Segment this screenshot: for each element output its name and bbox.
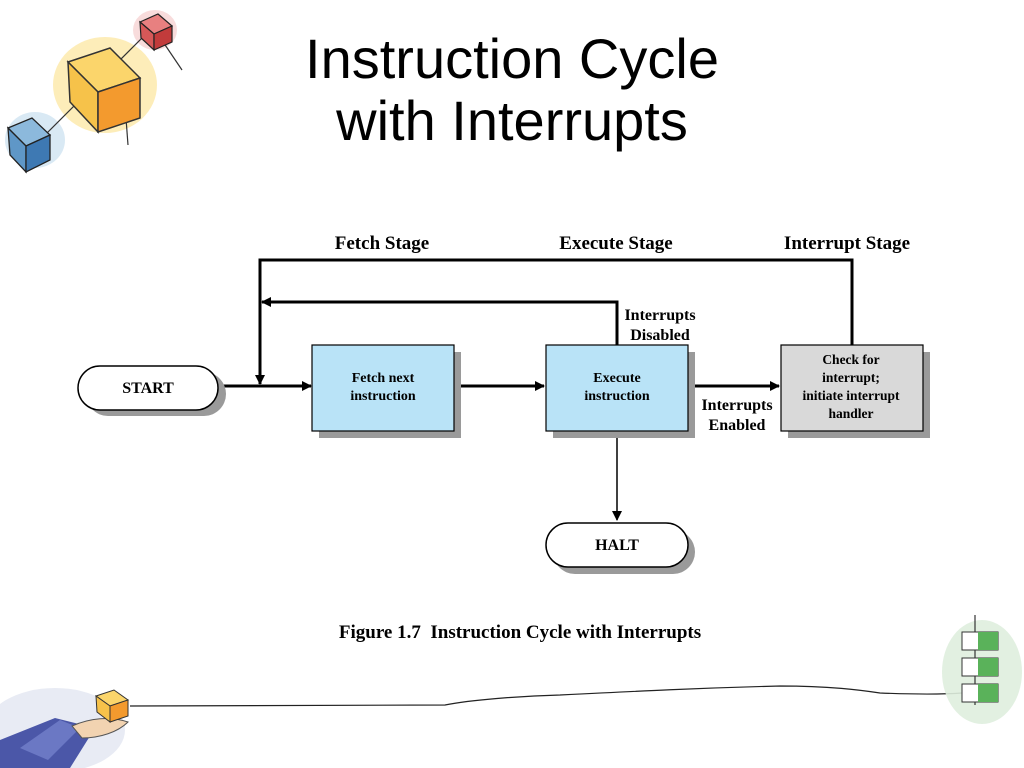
fetch-box-line-1: Fetch next — [352, 371, 415, 386]
fetch-box-line-2: instruction — [350, 389, 416, 404]
interrupts-disabled-loop — [261, 297, 619, 345]
decorative-string-line — [129, 685, 963, 707]
interrupts-disabled-label-line-1: Interrupts — [624, 307, 695, 324]
check-box-line-2: interrupt; — [822, 370, 880, 385]
fetch-stage-label: Fetch Stage — [335, 233, 429, 254]
interrupts-disabled-label-line-2: Disabled — [630, 327, 690, 344]
interrupt-return-loop — [255, 258, 854, 385]
halt-label: HALT — [595, 537, 639, 554]
execute-stage-label: Execute Stage — [559, 233, 672, 254]
check-box-line-3: initiate interrupt — [802, 388, 900, 403]
execute-box-line-1: Execute — [593, 371, 640, 386]
fetch-next-instruction-box: Fetch next instruction — [311, 344, 461, 438]
check-box-line-4: handler — [828, 406, 873, 421]
slide-title: Instruction Cycle with Interrupts — [180, 28, 844, 152]
execute-box-line-2: instruction — [584, 389, 650, 404]
hand-holding-cube-icon — [0, 688, 130, 768]
start-label: START — [122, 380, 174, 397]
check-interrupt-box: Check for interrupt; initiate interrupt … — [780, 344, 930, 438]
green-flowchart-icon — [942, 615, 1022, 724]
start-node: START — [77, 365, 226, 416]
halt-node: HALT — [545, 522, 695, 574]
interrupts-enabled-label-line-2: Enabled — [709, 417, 766, 434]
interrupt-stage-label: Interrupt Stage — [784, 233, 910, 254]
check-box-line-1: Check for — [822, 352, 879, 367]
figure-caption: Figure 1.7 Instruction Cycle with Interr… — [339, 622, 701, 643]
execute-instruction-box: Execute instruction — [545, 344, 695, 438]
interrupts-enabled-label-line-1: Interrupts — [701, 397, 772, 414]
slide-title-line-2: with Interrupts — [336, 89, 688, 152]
cubes-clipart-icon — [5, 10, 183, 174]
slide-title-line-1: Instruction Cycle — [305, 27, 719, 90]
